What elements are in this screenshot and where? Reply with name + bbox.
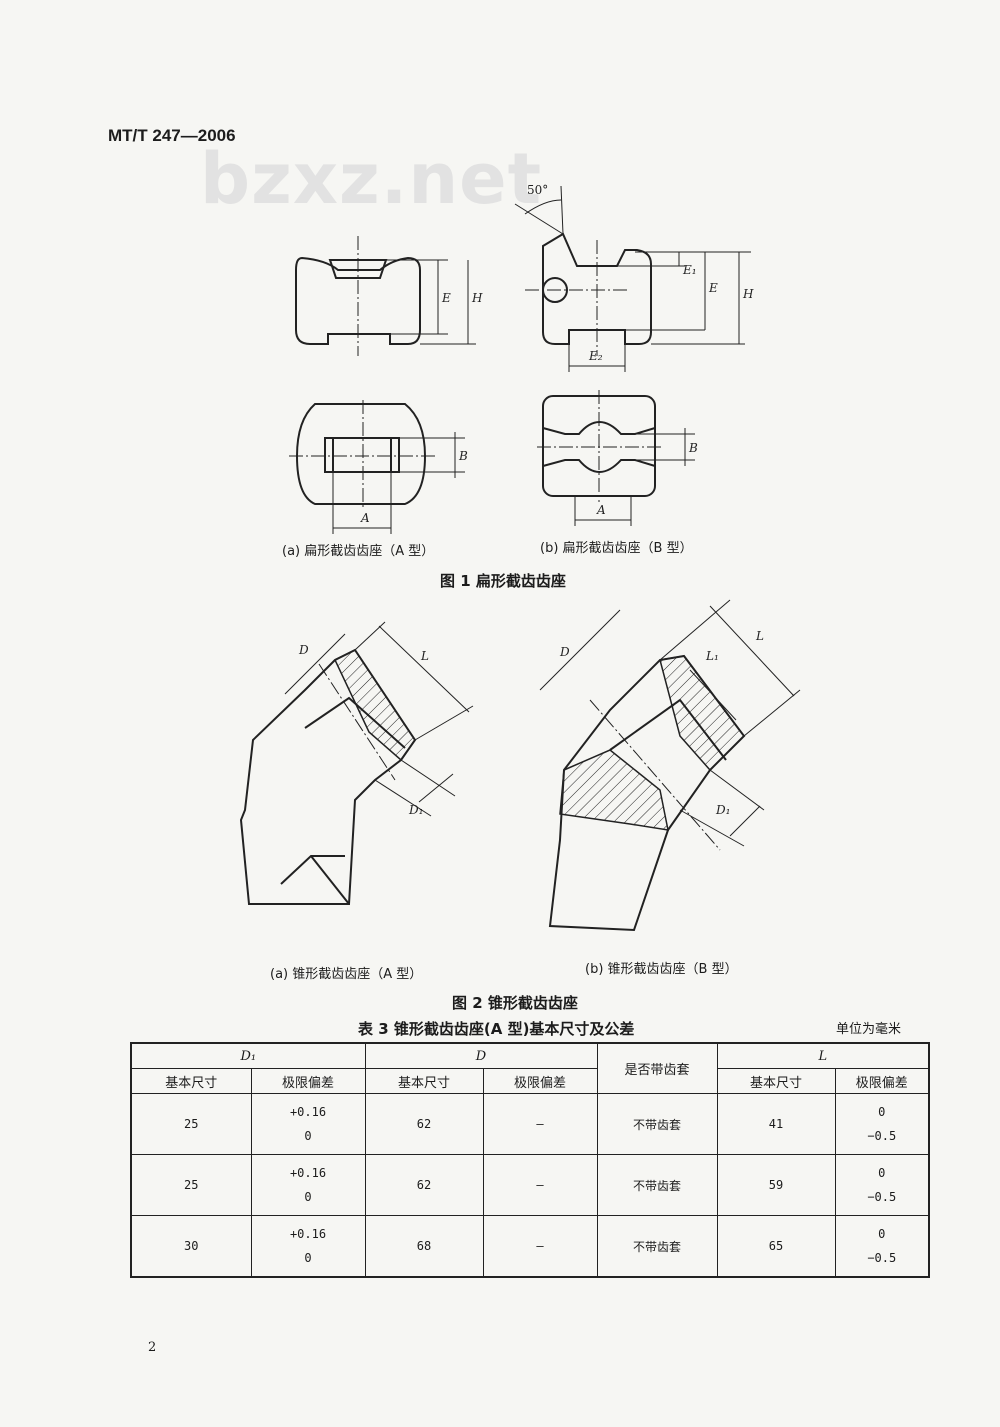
cell-l-tol: 0 −0.5 [834, 1154, 930, 1216]
figure1b-top-view: B A [537, 390, 698, 526]
figure2a-subcaption: (a) 锥形截齿齿座（A 型） [270, 967, 423, 982]
tol-upper: +0.16 [289, 1227, 327, 1241]
figure1b-subcaption: (b) 扁形截齿齿座（B 型） [540, 541, 693, 556]
dim-e2-label: E₂ [588, 349, 603, 363]
header-d: D [364, 1042, 598, 1069]
watermark-text: bzxz.net [200, 138, 543, 220]
unit-label: 单位为毫米 [836, 1022, 902, 1037]
cell-d1-basic: 25 [130, 1154, 252, 1216]
tol-upper: 0 [878, 1166, 886, 1180]
tol-lower: 0 [304, 1251, 312, 1265]
cell-d-tol: — [482, 1154, 598, 1216]
dim-b-label: B [458, 449, 468, 463]
figure1-caption: 图 1 扁形截齿齿座 [440, 572, 566, 590]
dim-e1-label: E₁ [682, 263, 697, 277]
cell-d1-basic: 30 [130, 1215, 252, 1278]
tol-upper: +0.16 [289, 1166, 327, 1180]
dim-h-label: H [471, 291, 483, 305]
cell-d1-tol: +0.16 0 [250, 1215, 366, 1278]
header-tol: 极限偏差 [834, 1068, 930, 1094]
figure2b-subcaption: (b) 锥形截齿齿座（B 型） [585, 962, 738, 977]
header-l: L [716, 1042, 930, 1069]
dim-e-label: E [441, 291, 451, 305]
dim-b-label-b: B [688, 441, 698, 455]
tol-lower: 0 [304, 1190, 312, 1204]
table3: D₁ D 是否带齿套 L 基本尺寸 极限偏差 基本尺寸 极限偏差 基本尺寸 极限… [130, 1042, 931, 1278]
dim-a-label: A [360, 511, 370, 525]
dim-d-label-b: D [559, 645, 570, 659]
cell-l-tol: 0 −0.5 [834, 1215, 930, 1278]
dim-a-label-b: A [596, 503, 606, 517]
angle-label: 50° [527, 183, 548, 197]
header-basic: 基本尺寸 [364, 1068, 484, 1094]
cell-d-tol: — [482, 1093, 598, 1155]
cell-l-basic: 41 [716, 1093, 836, 1155]
cell-d-basic: 68 [364, 1215, 484, 1278]
page-number: 2 [148, 1340, 157, 1355]
header-tol: 极限偏差 [250, 1068, 366, 1094]
dim-l-label: L [420, 649, 429, 663]
standard-code: MT/T 247—2006 [108, 126, 236, 145]
cell-sleeve: 不带齿套 [596, 1093, 718, 1155]
table-row: 25 +0.16 0 62 — 不带齿套 41 0 −0.5 [130, 1093, 930, 1155]
cell-d-basic: 62 [364, 1154, 484, 1216]
dim-l-label-b: L [755, 629, 764, 643]
dim-e-label-b: E [708, 281, 718, 295]
table-row: 25 +0.16 0 62 — 不带齿套 59 0 −0.5 [130, 1154, 930, 1216]
header-sleeve: 是否带齿套 [596, 1042, 718, 1094]
header-tol: 极限偏差 [482, 1068, 598, 1094]
figure1a-top-view: B A [289, 400, 468, 534]
table-row: 30 +0.16 0 68 — 不带齿套 65 0 −0.5 [130, 1215, 930, 1278]
tol-upper: +0.16 [289, 1105, 327, 1119]
cell-d-basic: 62 [364, 1093, 484, 1155]
figure1a-front-view: E H [295, 236, 483, 356]
cell-l-basic: 59 [716, 1154, 836, 1216]
tol-upper: 0 [878, 1105, 886, 1119]
dim-l1-label: L₁ [705, 649, 719, 663]
tol-upper: 0 [878, 1227, 886, 1241]
cell-d1-tol: +0.16 0 [250, 1154, 366, 1216]
tol-lower: −0.5 [867, 1190, 897, 1204]
cell-d1-tol: +0.16 0 [250, 1093, 366, 1155]
cell-l-tol: 0 −0.5 [834, 1093, 930, 1155]
header-d1: D₁ [130, 1042, 366, 1069]
dim-h-label-b: H [742, 287, 754, 301]
tol-lower: −0.5 [867, 1129, 897, 1143]
figure1b-front-view: 50° E₁ E H E₂ [514, 183, 754, 372]
tol-lower: 0 [304, 1129, 312, 1143]
cell-d1-basic: 25 [130, 1093, 252, 1155]
cell-sleeve: 不带齿套 [596, 1154, 718, 1216]
cell-l-basic: 65 [716, 1215, 836, 1278]
figure2b-drawing: D L L₁ D₁ [539, 599, 801, 932]
header-basic: 基本尺寸 [130, 1068, 252, 1094]
tol-lower: −0.5 [867, 1251, 897, 1265]
dim-d1-label-b: D₁ [715, 803, 730, 817]
cell-d-tol: — [482, 1215, 598, 1278]
figure2a-drawing: D L D₁ [239, 621, 474, 905]
figure2-caption: 图 2 锥形截齿齿座 [452, 994, 578, 1012]
header-basic: 基本尺寸 [716, 1068, 836, 1094]
dim-d-label: D [298, 643, 309, 657]
cell-sleeve: 不带齿套 [596, 1215, 718, 1278]
dim-d1-label: D₁ [408, 803, 423, 817]
figure1a-subcaption: (a) 扁形截齿齿座（A 型） [282, 544, 435, 559]
table3-title: 表 3 锥形截齿齿座(A 型)基本尺寸及公差 [358, 1020, 635, 1038]
